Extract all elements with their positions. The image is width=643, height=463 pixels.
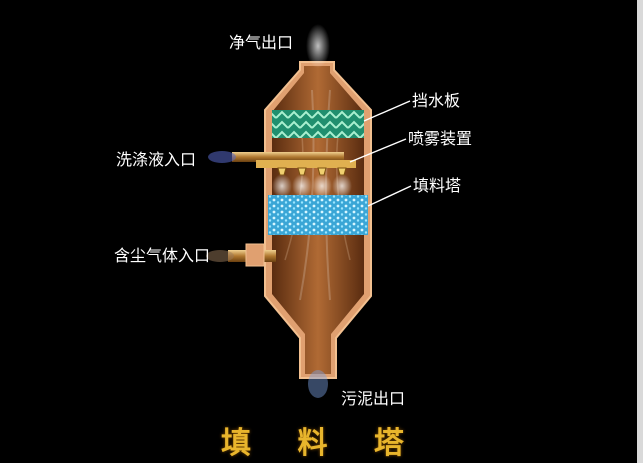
demister-label: 挡水板 [412, 91, 461, 110]
sludge-outlet-label: 污泥出口 [341, 389, 406, 408]
clean-gas-plume [306, 24, 330, 68]
packing-label: 填料塔 [413, 176, 462, 195]
window-edge-strip [637, 0, 643, 463]
spray-device-label: 喷雾装置 [408, 129, 473, 148]
dusty-gas-flow [206, 250, 234, 262]
dusty-gas-inlet-label: 含尘气体入口 [114, 246, 211, 265]
leader-lines [349, 100, 412, 207]
wash-liquid-pipe [232, 152, 344, 162]
sludge-outflow [308, 370, 328, 398]
spray-mist [272, 174, 352, 198]
diagram-title: 填 料 塔 [221, 426, 422, 461]
spray-header [256, 160, 356, 168]
packing-bed [268, 195, 368, 235]
wash-liquid-inlet-label: 洗涤液入口 [116, 150, 197, 169]
clean-gas-outlet-label: 净气出口 [229, 33, 294, 52]
wash-liquid-flow [208, 151, 236, 163]
